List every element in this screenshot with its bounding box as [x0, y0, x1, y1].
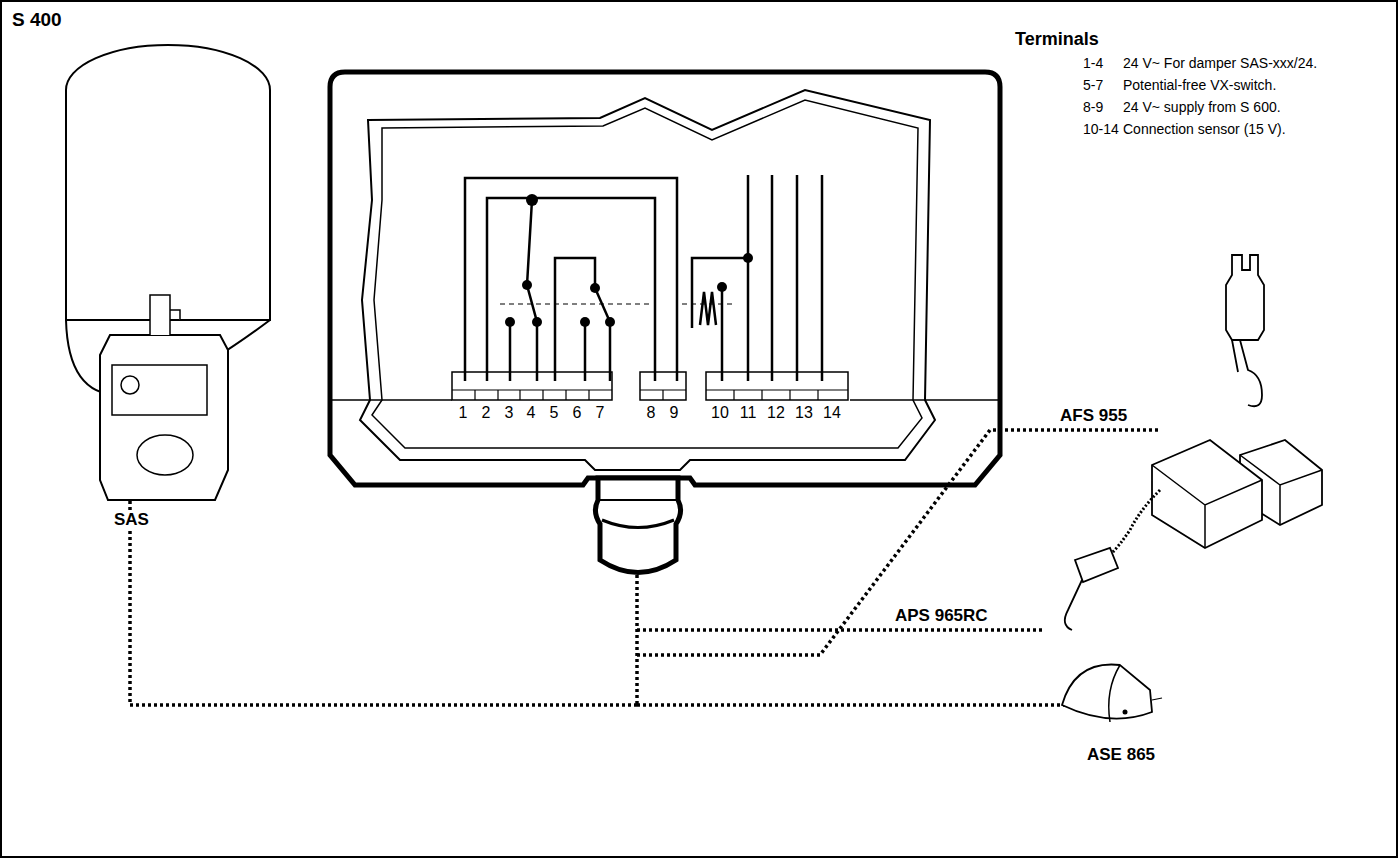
device-label: ASE 865 — [1085, 745, 1157, 765]
terminal-number: 6 — [573, 404, 582, 422]
terminal-note: 24 V~ For damper SAS-xxx/24. — [1123, 56, 1317, 71]
terminal-number: 2 — [482, 404, 491, 422]
device-name: SAS — [112, 510, 151, 529]
terminal-number: 4 — [527, 404, 536, 422]
device-label: AFS 955 — [1058, 406, 1129, 426]
device-name: AFS 955 — [1058, 406, 1129, 425]
device-name: APS 965RC — [893, 606, 990, 625]
terminal-number: 9 — [670, 404, 679, 422]
terminal-range: 5-7 — [1083, 78, 1103, 93]
terminal-number: 13 — [795, 404, 813, 422]
terminal-number: 10 — [711, 404, 729, 422]
terminal-number: 8 — [647, 404, 656, 422]
diagram-title: S 400 — [12, 10, 62, 31]
terminal-number: 3 — [505, 404, 514, 422]
terminal-note: 24 V~ supply from S 600. — [1123, 100, 1281, 115]
terminal-number: 1 — [459, 404, 468, 422]
device-label: APS 965RC — [893, 606, 990, 626]
terminal-number: 12 — [767, 404, 785, 422]
terminal-range: 8-9 — [1083, 100, 1103, 115]
terminal-note: Connection sensor (15 V). — [1123, 122, 1286, 137]
device-label: SAS — [112, 510, 151, 530]
device-name: ASE 865 — [1085, 745, 1157, 764]
terminal-range: 10-14 — [1083, 122, 1119, 137]
terminal-number: 5 — [550, 404, 559, 422]
terminal-number: 14 — [823, 404, 841, 422]
terminal-number: 7 — [596, 404, 605, 422]
legend-heading: Terminals — [1015, 30, 1099, 50]
terminal-range: 1-4 — [1083, 56, 1103, 71]
terminal-number: 11 — [740, 404, 757, 422]
terminal-note: Potential-free VX-switch. — [1123, 78, 1276, 93]
